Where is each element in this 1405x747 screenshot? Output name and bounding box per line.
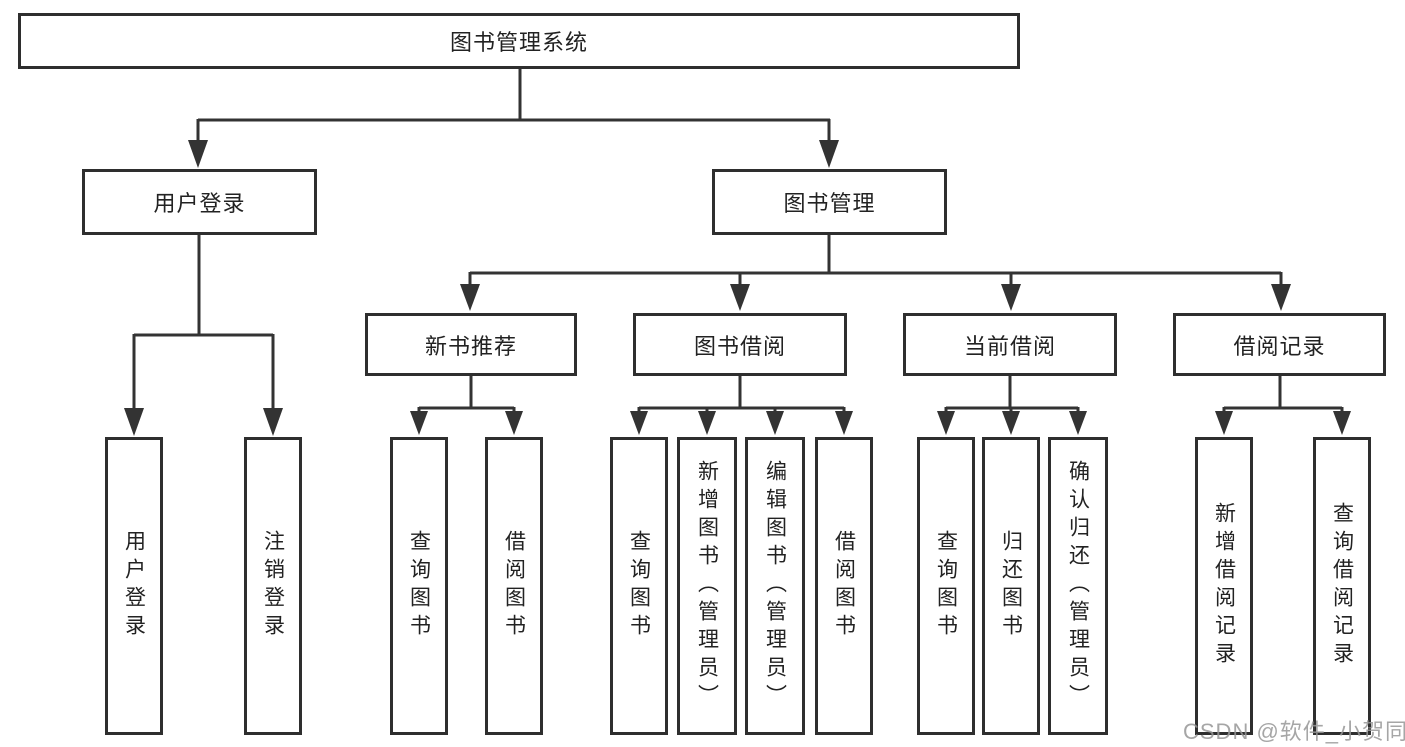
node-label: 新增图书（管理员） [695,460,719,712]
arrow-down-icon [835,411,853,435]
node-label: 查询图书 [934,530,958,642]
node-label: 新书推荐 [424,333,517,359]
node-label: 查询借阅记录 [1330,502,1354,670]
leaf-logout: 注销登录 [244,437,302,735]
csdn-watermark: CSDN @软件_小贺同学 [1183,719,1405,744]
node-borrow-records: 借阅记录 [1173,313,1386,376]
node-label: 图书借阅 [693,333,786,359]
arrow-down-icon [1002,411,1020,435]
arrow-down-icon [766,411,784,435]
arrow-down-icon [1069,411,1087,435]
arrow-down-icon [819,140,839,168]
node-label: 借阅图书 [502,530,526,642]
node-label: 编辑图书（管理员） [763,460,787,712]
node-label: 借阅记录 [1233,333,1326,359]
leaf-user-login: 用户登录 [105,437,163,735]
node-label: 用户登录 [122,530,146,642]
arrow-down-icon [410,411,428,435]
leaf-edit-books-admin: 编辑图书（管理员） [745,437,805,735]
leaf-query-borrow-record: 查询借阅记录 [1313,437,1371,735]
node-label: 确认归还（管理员） [1066,460,1090,712]
node-label: 用户登录 [153,191,246,216]
node-current-borrow: 当前借阅 [903,313,1117,376]
leaf-return-books: 归还图书 [982,437,1040,735]
leaf-add-books-admin: 新增图书（管理员） [677,437,737,735]
arrow-down-icon [1271,284,1291,311]
arrow-down-icon [1001,284,1021,311]
leaf-borrow-books-2: 借阅图书 [815,437,873,735]
arrow-down-icon [698,411,716,435]
node-root-system: 图书管理系统 [18,13,1020,69]
node-label: 查询图书 [627,530,651,642]
arrow-down-icon [630,411,648,435]
node-label: 图书管理 [783,191,876,216]
arrow-down-icon [505,411,523,435]
leaf-query-books-3: 查询图书 [917,437,975,735]
node-label: 查询图书 [407,530,431,642]
node-label: 图书管理系统 [449,30,588,55]
arrow-down-icon [188,140,208,168]
leaf-query-books-2: 查询图书 [610,437,668,735]
arrow-down-icon [1215,411,1233,435]
node-label: 当前借阅 [963,333,1056,359]
node-book-borrow: 图书借阅 [633,313,847,376]
node-book-management: 图书管理 [712,169,947,235]
node-label: 借阅图书 [832,530,856,642]
node-label: 注销登录 [261,530,285,642]
arrow-down-icon [937,411,955,435]
node-label: 新增借阅记录 [1212,502,1236,670]
node-new-book-recommend: 新书推荐 [365,313,577,376]
arrow-down-icon [124,408,144,436]
arrow-down-icon [263,408,283,436]
leaf-add-borrow-record: 新增借阅记录 [1195,437,1253,735]
node-label: 归还图书 [999,530,1023,642]
node-user-login: 用户登录 [82,169,317,235]
arrow-down-icon [730,284,750,311]
leaf-confirm-return-admin: 确认归还（管理员） [1048,437,1108,735]
arrow-down-icon [460,284,480,311]
leaf-borrow-books-1: 借阅图书 [485,437,543,735]
leaf-query-books-1: 查询图书 [390,437,448,735]
arrow-down-icon [1333,411,1351,435]
